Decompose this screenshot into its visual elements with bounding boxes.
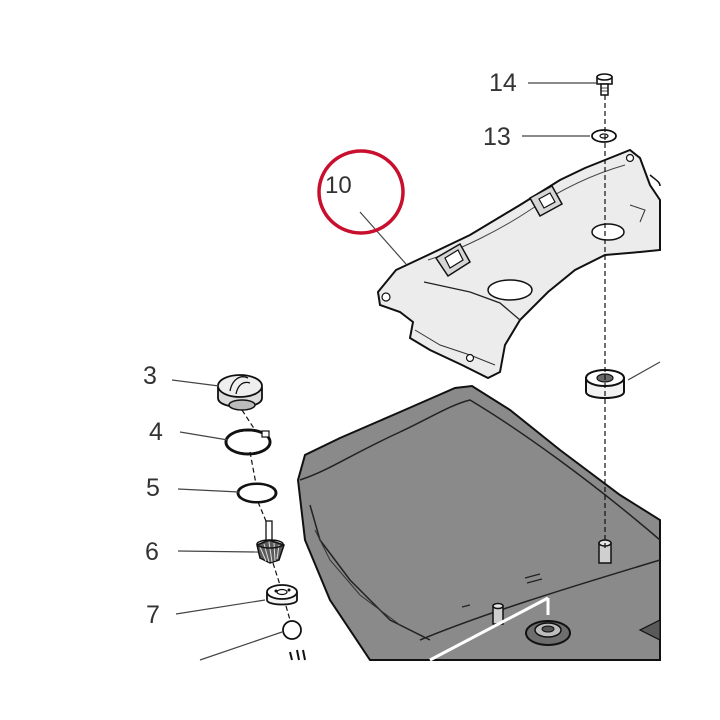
tank-cover-bracket [376,148,661,380]
callout-7: 7 [146,601,160,629]
highlight-circle [317,149,405,235]
alignment-axis-left [241,409,291,621]
tank-right-bracket [638,619,661,641]
fuel-tank-top-edge [299,399,661,541]
leader-4 [179,431,229,441]
leader-10 [359,211,407,265]
o-ring-5 [236,482,278,504]
callout-13: 13 [483,123,511,151]
tank-surface-mark-2 [461,604,471,608]
callout-10: 10 [325,172,352,199]
ball-8 [282,620,302,640]
tank-cover-fold [423,281,521,321]
cover-bolt-hole-1 [381,292,391,302]
spring-clip [289,649,306,661]
leader-lines [171,82,661,661]
cover-bolt-hole-2 [465,353,475,363]
fuel-tank-inner-line [314,529,401,626]
check-valve-6 [256,520,285,564]
cover-bolt-hole-3 [625,153,635,163]
callout-14: 14 [489,69,517,97]
screw-14 [596,73,613,96]
cover-mounting-tab-2 [528,184,564,218]
cover-oval-hole [487,279,533,301]
cover-side-notch [629,204,646,223]
leader-8 [199,631,283,661]
tank-surface-mark [524,573,543,584]
cover-mount-hole [591,223,625,241]
tank-cover-plate [376,148,661,380]
leader-7 [175,599,266,615]
callout-3: 3 [143,362,157,390]
tank-cover-bottom-lip [414,329,496,366]
cover-mounting-tab-1 [434,242,471,278]
snap-ring-4 [224,428,272,456]
filler-leader-line-outline [429,597,549,661]
cover-edge-curl [649,174,661,187]
leader-3 [171,379,220,387]
fuel-tank [296,384,661,661]
cap-3 [217,374,263,411]
fuel-filler-neck [525,620,571,646]
fuel-tank-lower-rim [419,559,661,641]
leader-6 [177,550,259,553]
leader-grommet [627,361,661,381]
leader-5 [177,488,240,493]
valve-seat-7 [266,584,298,606]
fuel-tank-side-panel [309,504,431,641]
washer-13 [591,129,617,143]
fuel-tank-body [296,384,661,661]
callout-6: 6 [145,538,159,566]
callout-4: 4 [149,418,163,446]
callout-5: 5 [146,474,160,502]
